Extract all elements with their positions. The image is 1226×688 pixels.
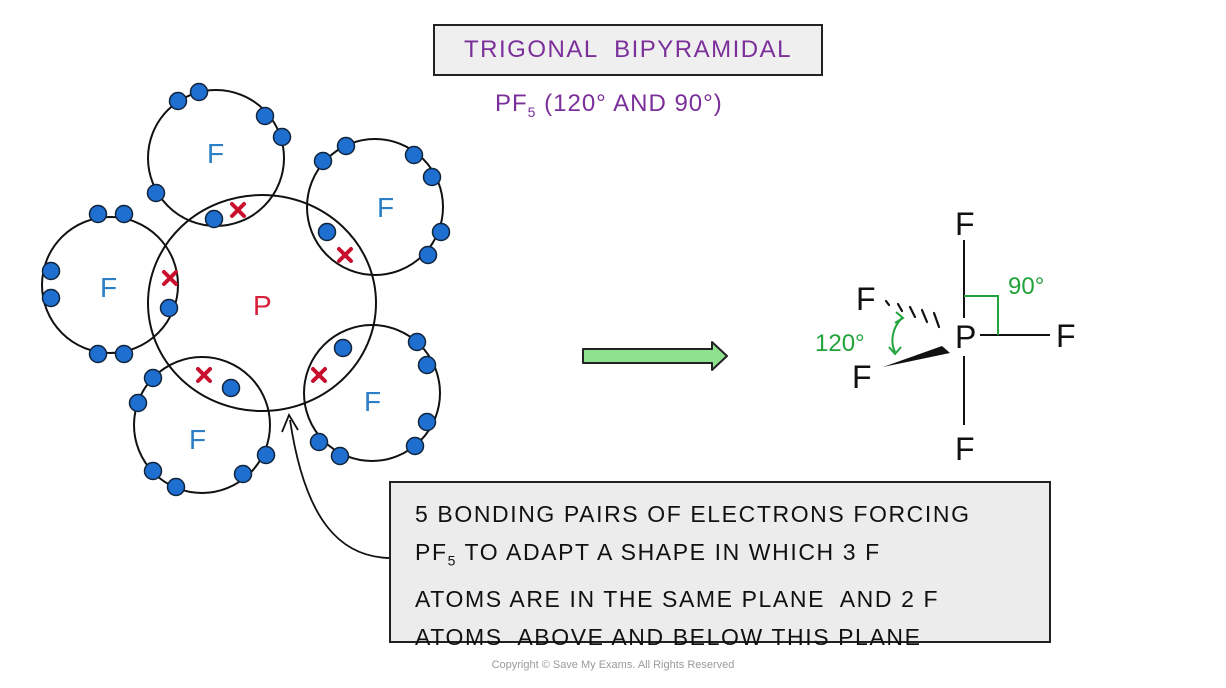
- subtitle-formula-subscript: 5: [527, 103, 537, 120]
- solid-wedge: [883, 346, 950, 367]
- structure-central-atom: P: [955, 319, 976, 355]
- phosphorus-shell: [147, 194, 377, 412]
- dot-cross-diagram: P F F F F F: [41, 82, 451, 497]
- structure-ligand-front: F: [852, 359, 872, 395]
- fluorine-shell-lower-right: [303, 324, 441, 462]
- title-text: TRIGONAL BIPYRAMIDAL: [463, 36, 792, 63]
- structure-ligand-top: F: [955, 206, 975, 242]
- trigonal-bipyramidal-structure: P F F F F F 90° 120°: [815, 206, 1076, 467]
- fluorine-label-lower-left: F: [189, 424, 206, 455]
- fluorine-label-lower-right: F: [364, 386, 381, 417]
- fluorine-label-upper-right: F: [377, 192, 394, 223]
- transform-arrow: [582, 341, 728, 371]
- pointer-arrow: [281, 413, 402, 563]
- structure-ligand-bottom: F: [955, 431, 975, 467]
- structure-ligand-back: F: [856, 281, 876, 317]
- phosphorus-electron-crosses: [162, 202, 353, 383]
- note-formula: PF: [415, 539, 448, 565]
- subtitle-angles: (120° AND 90°): [536, 90, 723, 117]
- angle-label-120: 120°: [815, 330, 865, 357]
- note-box: 5 BONDING PAIRS OF ELECTRONS FORCING PF5…: [389, 481, 1051, 650]
- fluorine-shell-lower-left: [133, 356, 271, 494]
- fluorine-shell-left: [41, 216, 179, 354]
- subtitle: PF5 (120° AND 90°): [495, 90, 723, 120]
- right-angle-marker: [964, 295, 999, 335]
- angle-label-90: 90°: [1008, 273, 1044, 300]
- note-line-2-rest: TO ADAPT A SHAPE IN WHICH 3 F: [456, 539, 881, 565]
- copyright-text: Copyright © Save My Exams. All Rights Re…: [491, 659, 735, 671]
- note-line-1: 5 BONDING PAIRS OF ELECTRONS FORCING: [415, 501, 971, 527]
- note-line-4: ATOMS ABOVE AND BELOW THIS PLANE: [415, 623, 922, 650]
- structure-ligand-right: F: [1056, 318, 1076, 354]
- subtitle-formula: PF: [495, 90, 528, 117]
- title-box: TRIGONAL BIPYRAMIDAL: [433, 24, 823, 76]
- fluorine-shell-upper-right: [306, 138, 444, 276]
- note-line-2: PF5 TO ADAPT A SHAPE IN WHICH 3 F: [415, 533, 1037, 580]
- fluorine-label-top: F: [207, 138, 224, 169]
- fluorine-label-left: F: [100, 272, 117, 303]
- phosphorus-label: P: [253, 290, 272, 321]
- note-formula-subscript: 5: [447, 552, 457, 569]
- note-line-3: ATOMS ARE IN THE SAME PLANE AND 2 F: [415, 585, 940, 612]
